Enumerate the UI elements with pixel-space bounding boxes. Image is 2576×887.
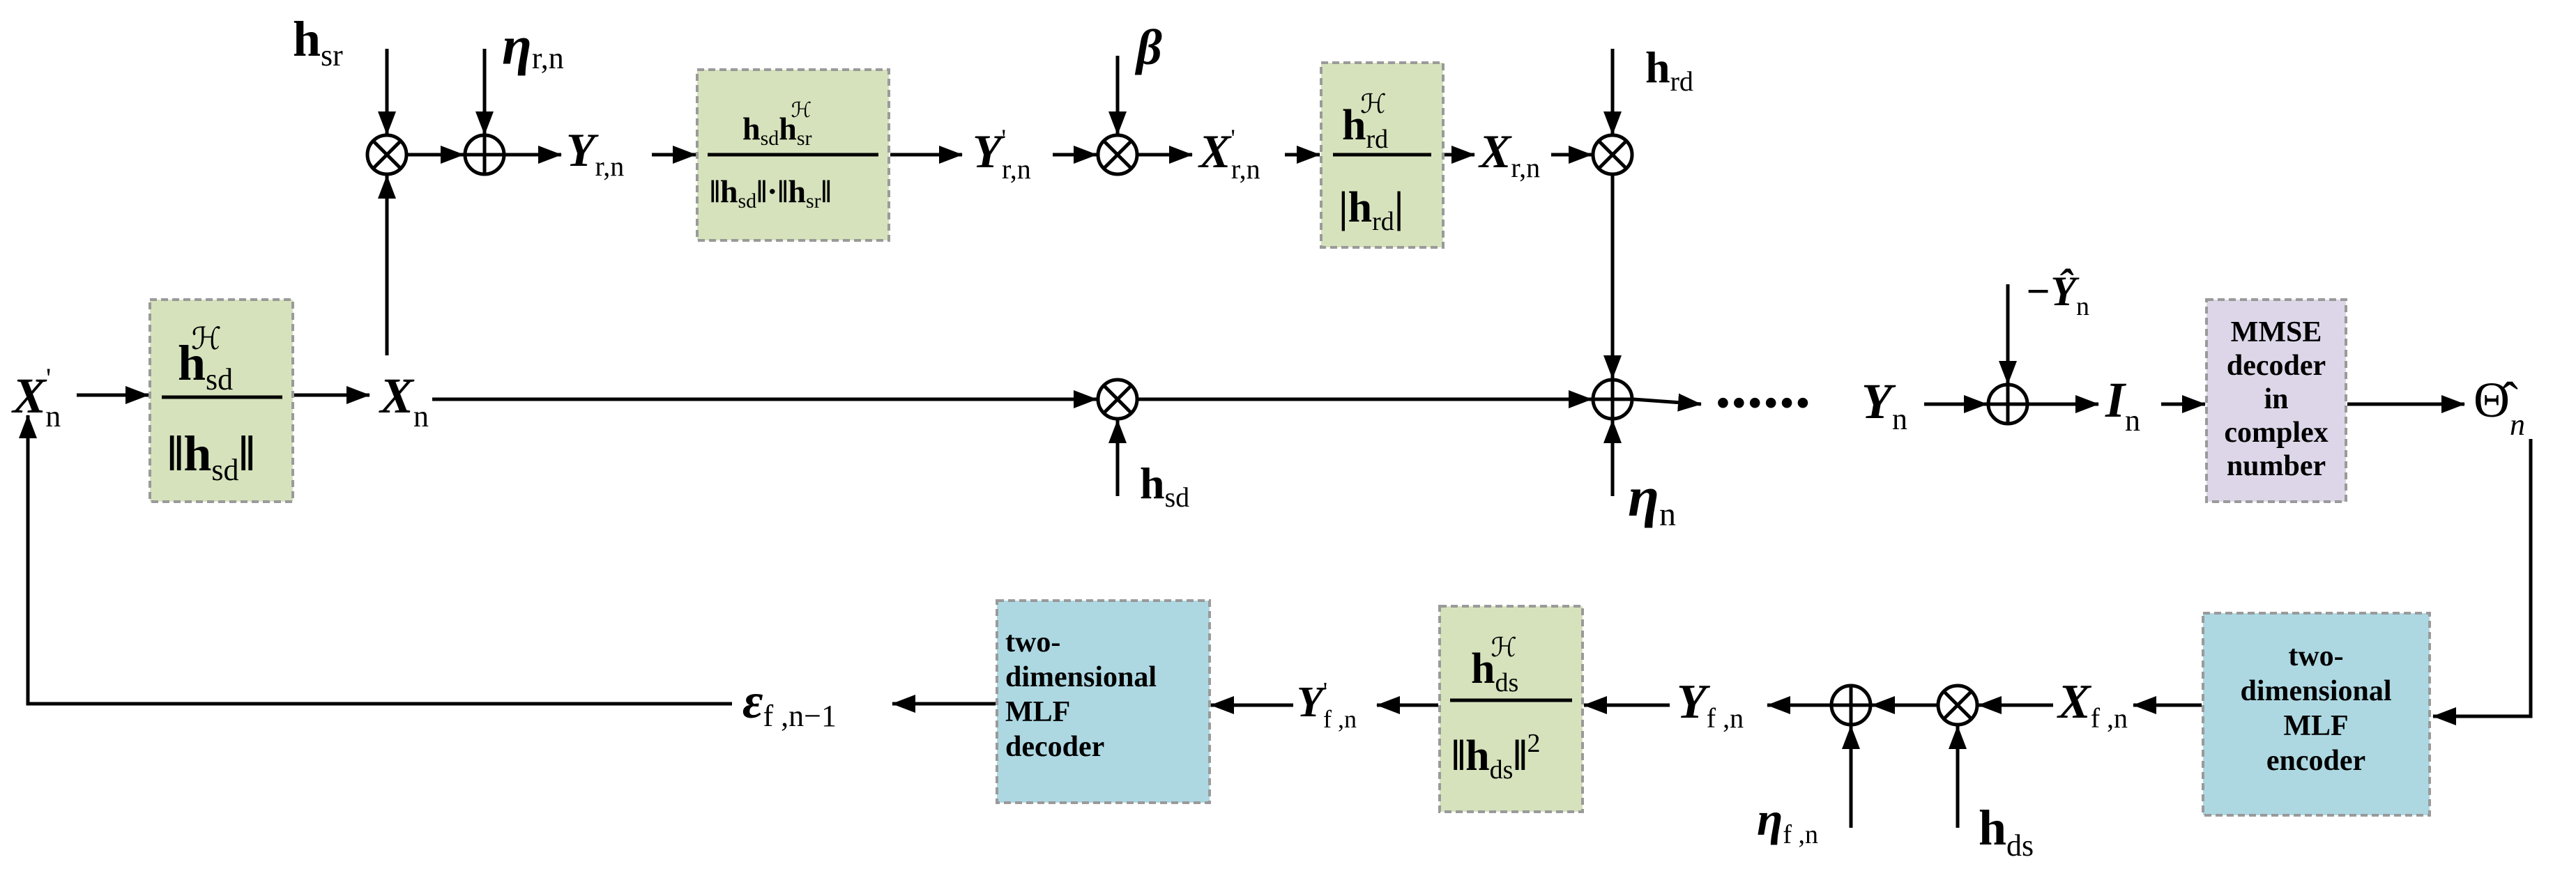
svg-text:‖hds‖2: ‖hds‖2 bbox=[1451, 729, 1541, 785]
feedback-adder-operator bbox=[1829, 684, 1873, 727]
svg-text:hsdℋ: hsdℋ bbox=[178, 322, 233, 396]
svg-text:‖hsd‖·‖hsr‖: ‖hsd‖·‖hsr‖ bbox=[710, 173, 832, 213]
arrow-theta-to-encoder bbox=[2432, 439, 2533, 725]
label-i-n: In bbox=[2105, 372, 2140, 438]
multiply-beta-operator bbox=[1096, 133, 1139, 176]
mmse-decoder-text: MMSE decoder in complex number bbox=[2224, 316, 2328, 482]
svg-text:number: number bbox=[2227, 450, 2326, 482]
svg-text:hrdℋ: hrdℋ bbox=[1342, 90, 1388, 154]
mlf-decoder-block bbox=[996, 599, 1211, 804]
mlf-encoder-text: two- dimensional MLF encoder bbox=[2240, 640, 2391, 777]
svg-text:encoder: encoder bbox=[2266, 745, 2365, 777]
label-eta-rn: ηr,n bbox=[502, 15, 564, 76]
label-x-prime-rn: X'r,n bbox=[1198, 124, 1260, 185]
label-eta-n: ηn bbox=[1628, 465, 1676, 533]
svg-text:decoder: decoder bbox=[1005, 731, 1104, 763]
svg-text:two-: two- bbox=[2288, 640, 2343, 672]
label-x-prime-n: X'n bbox=[11, 362, 61, 433]
svg-text:dimensional: dimensional bbox=[2240, 675, 2391, 707]
label-h-ds: hds bbox=[1979, 800, 2034, 863]
label-y-fn: Yf ,n bbox=[1677, 675, 1744, 734]
arrow-adder-to-dots bbox=[1633, 393, 1702, 412]
label-y-n: Yn bbox=[1861, 373, 1907, 436]
precoder-fraction: hsdℋ ‖hsd‖ bbox=[162, 322, 282, 487]
label-beta: β bbox=[1134, 20, 1162, 75]
label-y-rn: Yr,n bbox=[566, 123, 624, 182]
label-x-n: Xn bbox=[379, 368, 429, 433]
relay-filter-fraction: hsdhsrℋ ‖hsd‖·‖hsr‖ bbox=[708, 99, 878, 213]
svg-text:hdsℋ: hdsℋ bbox=[1471, 633, 1518, 697]
label-epsilon-fn1: εf ,n−1 bbox=[742, 673, 837, 733]
svg-text:in: in bbox=[2264, 383, 2288, 415]
precoder-block bbox=[148, 298, 294, 503]
add-noise-relay-operator bbox=[463, 133, 506, 176]
label-h-sd: hsd bbox=[1140, 458, 1189, 513]
arrow-feedback-return bbox=[19, 415, 732, 706]
label-h-sr: hsr bbox=[293, 11, 343, 72]
destination-adder-operator bbox=[1591, 378, 1634, 421]
relay-normalize-fraction: hrdℋ |hrd| bbox=[1333, 90, 1431, 236]
svg-text:decoder: decoder bbox=[2227, 350, 2326, 382]
multiply-hrd-operator bbox=[1591, 133, 1634, 176]
mlf-encoder-block bbox=[2202, 612, 2431, 817]
ellipsis-dots: •••••• bbox=[1716, 382, 1812, 424]
svg-text:hsdhsrℋ: hsdhsrℋ bbox=[742, 99, 812, 150]
svg-text:complex: complex bbox=[2224, 417, 2328, 449]
label-y-prime-rn: Y'r,n bbox=[973, 124, 1031, 185]
label-x-rn: Xr,n bbox=[1478, 125, 1540, 183]
svg-text:two-: two- bbox=[1005, 626, 1060, 658]
svg-text:MLF: MLF bbox=[2283, 710, 2348, 742]
label-h-rd: hrd bbox=[1645, 43, 1693, 97]
svg-text:MMSE: MMSE bbox=[2231, 316, 2322, 348]
svg-text:‖hsd‖: ‖hsd‖ bbox=[167, 426, 255, 487]
svg-text:|hrd|: |hrd| bbox=[1339, 184, 1403, 236]
mlf-decoder-text: two- dimensional MLF decoder bbox=[1005, 626, 1157, 763]
svg-text:MLF: MLF bbox=[1005, 696, 1070, 728]
label-theta-hat-n: Θ̂n bbox=[2474, 372, 2525, 442]
multiply-hsr-operator bbox=[365, 133, 409, 176]
svg-text:dimensional: dimensional bbox=[1005, 661, 1157, 693]
mmse-decoder-block bbox=[2205, 298, 2347, 503]
label-neg-y-hat-n: −Ŷn bbox=[2025, 268, 2089, 321]
feedback-equalizer-fraction: hdsℋ ‖hds‖2 bbox=[1450, 633, 1572, 785]
multiply-hds-operator bbox=[1936, 684, 1979, 727]
multiply-hsd-operator bbox=[1096, 378, 1139, 421]
label-eta-fn: ηf ,n bbox=[1757, 792, 1818, 849]
label-x-fn: Xf ,n bbox=[2057, 675, 2128, 734]
label-y-prime-fn: Y'f ,n bbox=[1297, 678, 1357, 733]
subtract-estimate-operator bbox=[1986, 383, 2029, 426]
feedback-equalizer-block bbox=[1438, 605, 1584, 813]
